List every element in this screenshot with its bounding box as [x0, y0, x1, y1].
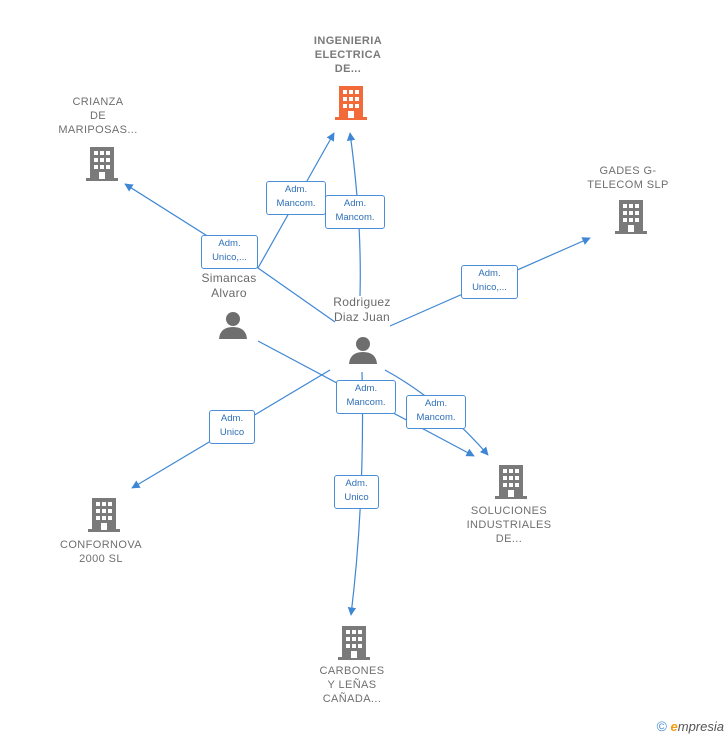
company-label-crianza[interactable]: CRIANZA DE MARIPOSAS... [58, 96, 138, 136]
building-icon-crianza[interactable] [86, 145, 118, 186]
edge-label-rodriguez-soluciones[interactable]: Adm. Mancom. [406, 395, 466, 429]
edge-label-simancas-ingenieria[interactable]: Adm. Mancom. [266, 181, 326, 215]
edge-label-rodriguez-ingenieria[interactable]: Adm. Mancom. [325, 195, 385, 229]
brand-logo-text: mpresia [677, 719, 724, 734]
building-icon-carbones[interactable] [338, 624, 370, 665]
copyright-icon: © [656, 718, 667, 734]
edge-label-rodriguez-gades[interactable]: Adm. Unico,... [461, 265, 518, 299]
company-label-carbones[interactable]: CARBONES Y LEÑAS CAÑADA... [319, 665, 385, 705]
brand-logo-initial: e [670, 719, 678, 734]
building-icon-ingenieria[interactable] [335, 84, 367, 125]
edge-simancas-rodriguez [257, 267, 336, 323]
company-label-confornova[interactable]: CONFORNOVA 2000 SL [59, 539, 143, 565]
edge-label-simancas-soluciones[interactable]: Adm. Mancom. [336, 380, 396, 414]
company-label-gades[interactable]: GADES G- TELECOM SLP [587, 165, 669, 191]
person-icon-simancas[interactable] [218, 310, 248, 345]
company-label-soluciones[interactable]: SOLUCIONES INDUSTRIALES DE... [466, 505, 552, 545]
edge-label-simancas-crianza[interactable]: Adm. Unico,... [201, 235, 258, 269]
person-icon-rodriguez[interactable] [348, 335, 378, 370]
brand-footer: © empresia [657, 718, 724, 734]
building-icon-gades[interactable] [615, 198, 647, 239]
building-icon-soluciones[interactable] [495, 463, 527, 504]
person-label-simancas[interactable]: Simancas Alvaro [201, 271, 257, 300]
edge-label-rodriguez-carbones[interactable]: Adm. Unico [334, 475, 379, 509]
company-label-ingenieria[interactable]: INGENIERIA ELECTRICA DE... [313, 35, 383, 75]
edge-label-rodriguez-confornova[interactable]: Adm. Unico [209, 410, 255, 444]
building-icon-confornova[interactable] [88, 496, 120, 537]
person-label-rodriguez[interactable]: Rodriguez Diaz Juan [333, 295, 391, 324]
